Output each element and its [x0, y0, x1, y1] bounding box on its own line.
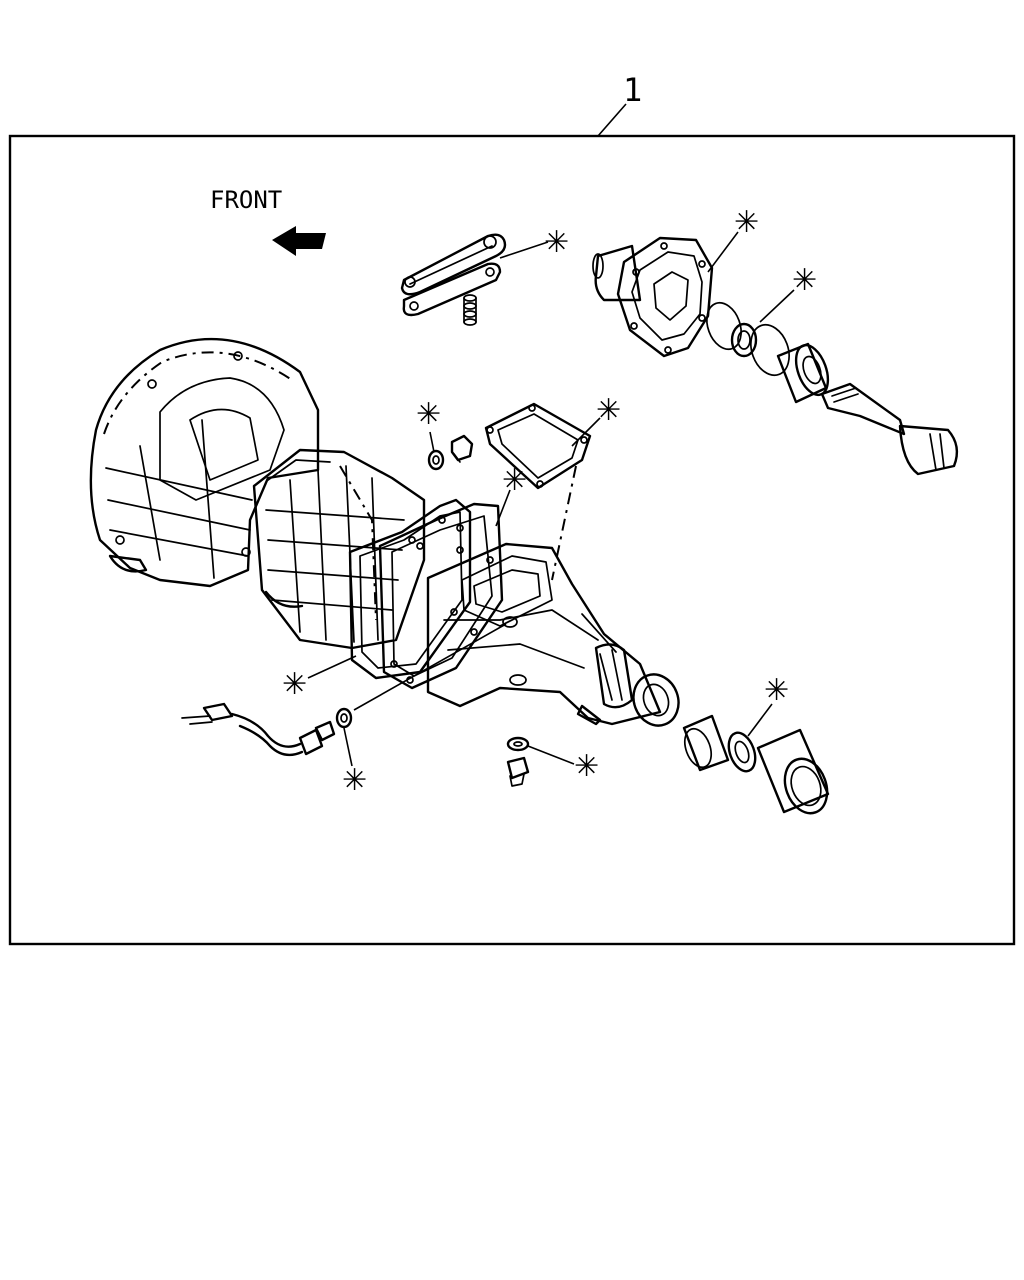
lower-bearing — [727, 731, 757, 773]
adapter-plate — [378, 502, 504, 690]
kit-marker: ✳ — [764, 673, 789, 708]
kit-marker: ✳ — [574, 749, 599, 784]
case-gasket — [348, 498, 472, 680]
kit-marker: ✳ — [502, 463, 527, 498]
clutch-bell-housing — [89, 337, 320, 588]
bearing-small — [730, 322, 758, 358]
leader-washer-top — [429, 431, 435, 453]
shift-linkage-bracket — [400, 233, 507, 317]
extension-housing — [592, 236, 714, 358]
leader-top-gasket — [571, 417, 601, 447]
kit-marker: ✳ — [596, 393, 621, 428]
kit-marker: ✳ — [282, 667, 307, 702]
spring-pin — [463, 294, 477, 326]
kit-marker: ✳ — [734, 205, 759, 240]
gasket-alignment-line — [551, 465, 577, 581]
leader-washer-sensor-down — [343, 727, 353, 767]
rear-extension-housing — [426, 542, 680, 727]
leader-washer-sensor — [353, 623, 507, 711]
leader-bracket — [499, 241, 549, 259]
output-shaft — [820, 382, 959, 476]
washer-drain — [506, 736, 530, 752]
washer-top — [427, 449, 445, 471]
kit-marker: ✳ — [416, 397, 441, 432]
arrow-left-icon — [272, 226, 326, 256]
leader-case-gasket — [307, 655, 357, 679]
front-label: FRONT — [210, 186, 282, 214]
leader-housing — [707, 231, 739, 273]
washer-sensor — [335, 707, 353, 729]
drain-plug — [506, 756, 530, 787]
speed-sensor-harness — [181, 702, 336, 757]
leader-washer-drain — [527, 745, 575, 765]
leader-adapter-plate — [495, 489, 511, 527]
kit-marker: ✳ — [792, 263, 817, 298]
leader-bearing-small — [759, 289, 795, 323]
snap-ring-rear — [750, 323, 790, 377]
snap-ring-front — [706, 301, 742, 351]
kit-marker: ✳ — [342, 763, 367, 798]
assembly-frame — [8, 134, 1016, 946]
kit-marker: ✳ — [544, 225, 569, 260]
leader-lower-bearing — [747, 703, 773, 737]
callout-leader — [597, 103, 627, 137]
callout-number: 1 — [623, 71, 642, 109]
top-cover-gasket — [484, 402, 592, 490]
oil-seal-sleeve — [756, 728, 830, 815]
bolt-top — [450, 434, 474, 463]
bushing — [682, 714, 730, 772]
